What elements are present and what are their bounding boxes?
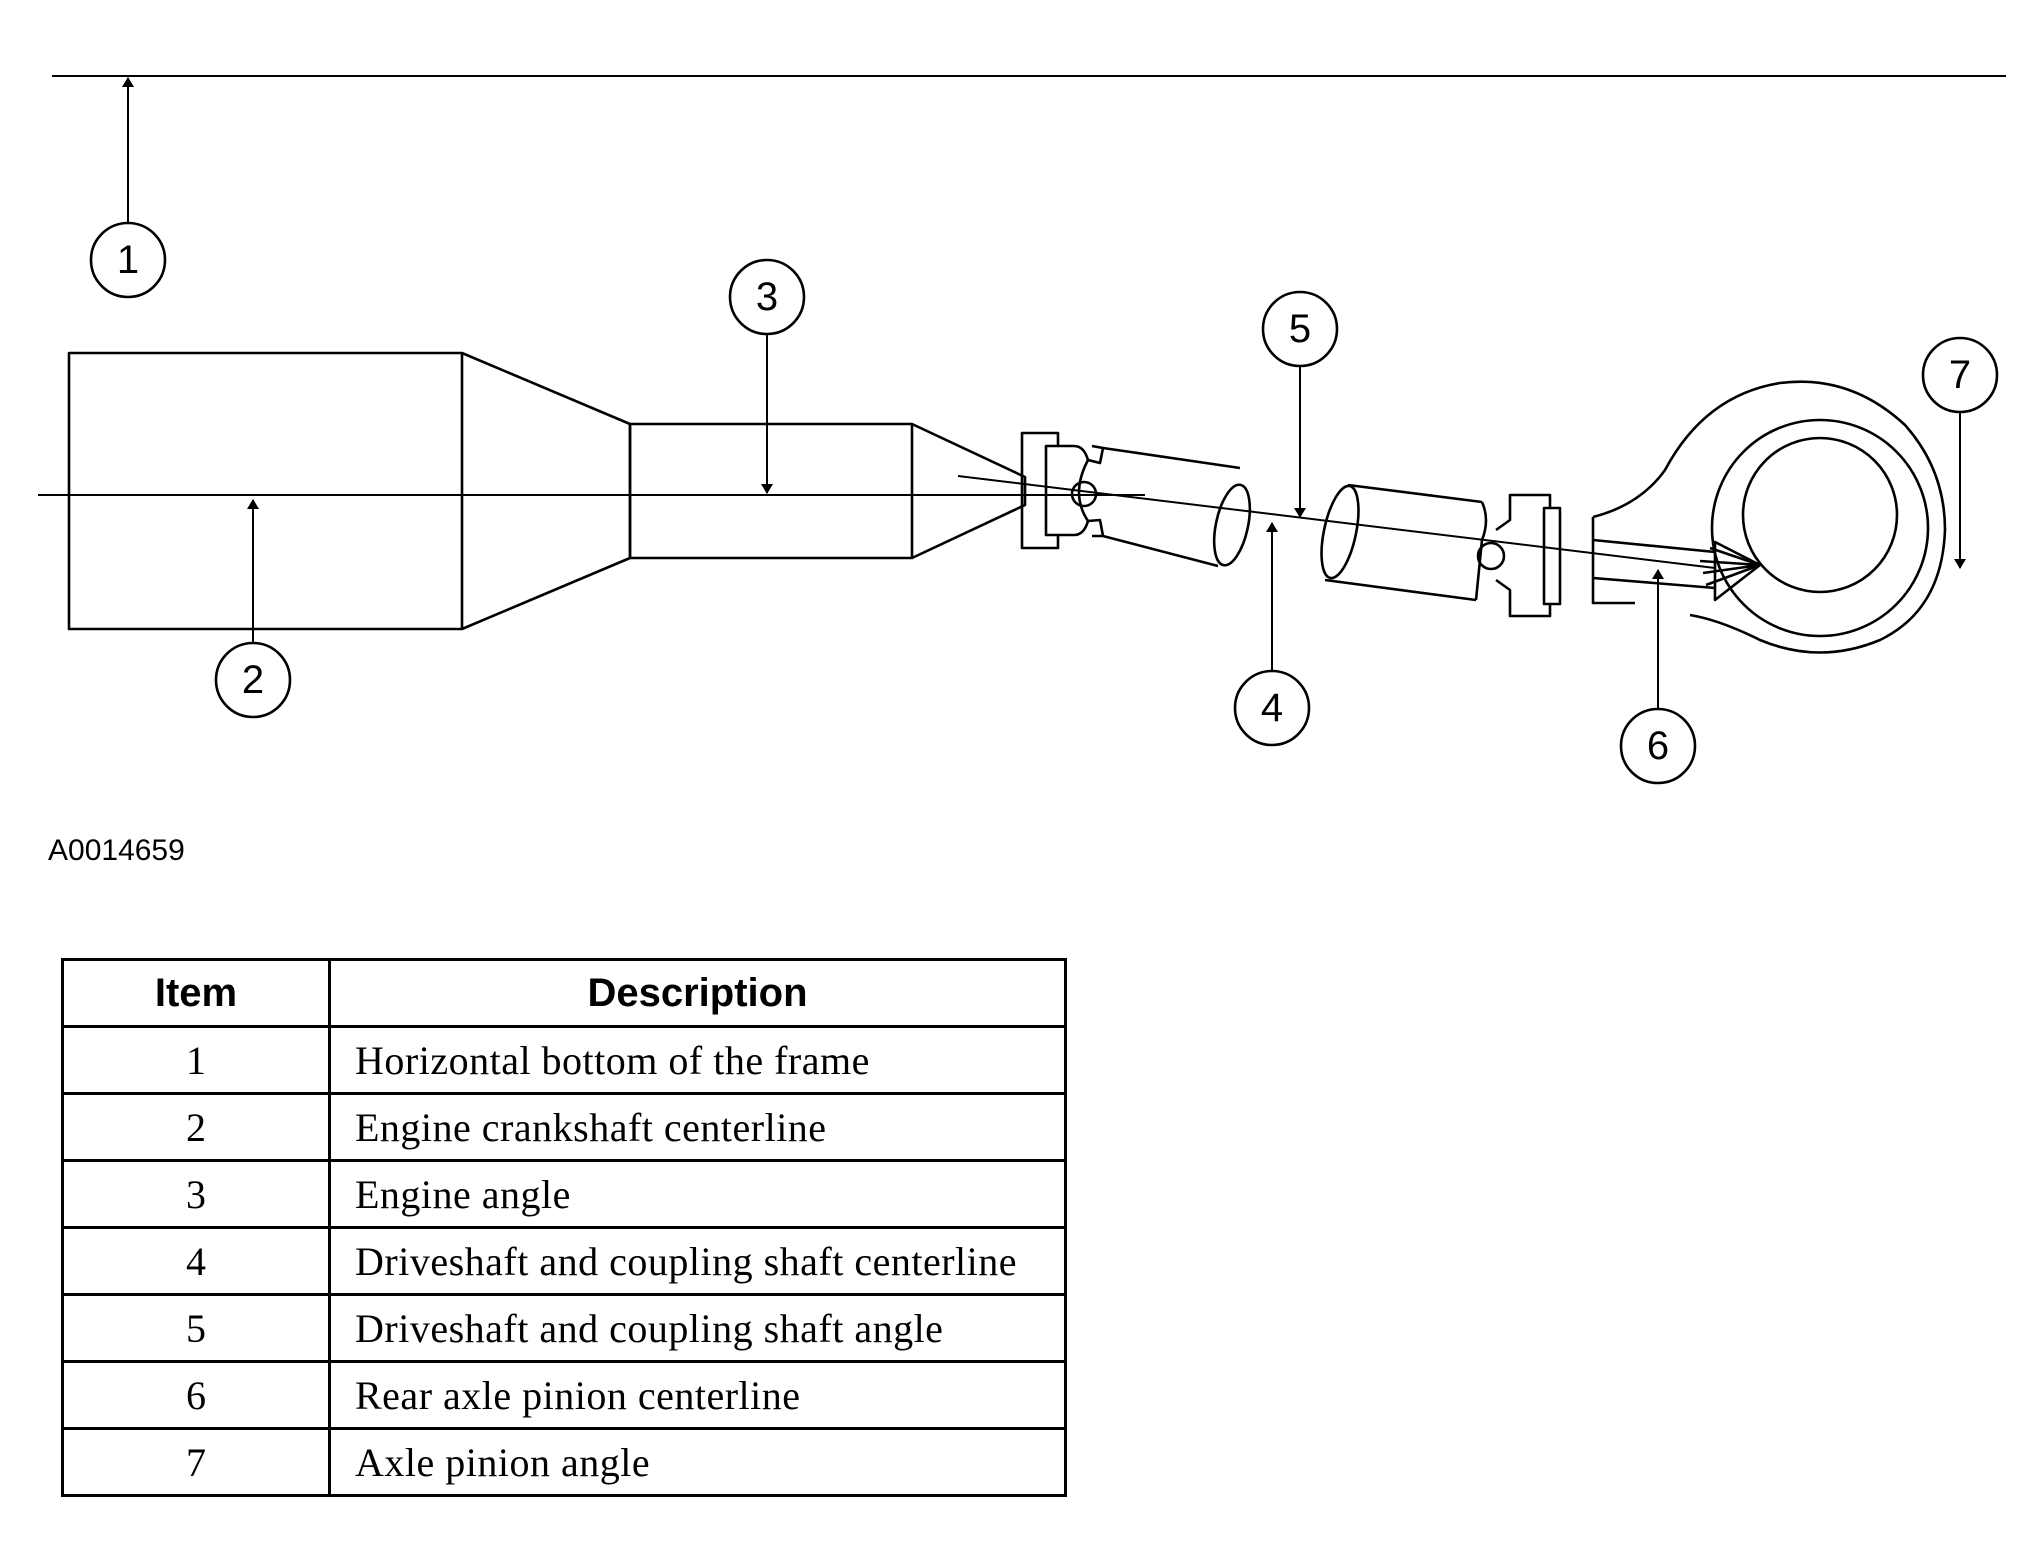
item-description: Engine angle — [328, 1159, 1067, 1229]
item-number: 3 — [61, 1159, 331, 1229]
table-row: 6 Rear axle pinion centerline — [61, 1360, 1067, 1430]
legend-table: Item Description 1 Horizontal bottom of … — [61, 958, 1067, 1497]
svg-text:5: 5 — [1289, 307, 1311, 351]
legend-header-row: Item Description — [61, 958, 1067, 1028]
callout-2: 2 — [214, 499, 292, 719]
item-number: 5 — [61, 1293, 331, 1363]
svg-text:1: 1 — [117, 238, 139, 282]
callout-6: 6 — [1619, 569, 1697, 785]
rear-universal-joint — [1474, 493, 1562, 618]
svg-text:7: 7 — [1949, 353, 1971, 397]
svg-text:6: 6 — [1647, 724, 1669, 768]
engine-assembly — [67, 351, 1027, 631]
callout-7: 7 — [1921, 336, 1999, 569]
table-row: 2 Engine crankshaft centerline — [61, 1092, 1067, 1162]
item-description: Driveshaft and coupling shaft centerline — [328, 1226, 1067, 1296]
item-number: 7 — [61, 1427, 331, 1497]
table-row: 4 Driveshaft and coupling shaft centerli… — [61, 1226, 1067, 1296]
item-description: Engine crankshaft centerline — [328, 1092, 1067, 1162]
description-column-header: Description — [328, 958, 1067, 1028]
table-row: 5 Driveshaft and coupling shaft angle — [61, 1293, 1067, 1363]
svg-text:2: 2 — [242, 658, 264, 702]
item-description: Horizontal bottom of the frame — [328, 1025, 1067, 1095]
svg-text:3: 3 — [756, 275, 778, 319]
rear-driveshaft-tube — [1320, 483, 1483, 602]
item-description: Axle pinion angle — [328, 1427, 1067, 1497]
callout-5: 5 — [1261, 290, 1339, 518]
item-number: 1 — [61, 1025, 331, 1095]
item-number: 6 — [61, 1360, 331, 1430]
item-description: Driveshaft and coupling shaft angle — [328, 1293, 1067, 1363]
table-row: 7 Axle pinion angle — [61, 1427, 1067, 1497]
table-row: 3 Engine angle — [61, 1159, 1067, 1229]
item-number: 2 — [61, 1092, 331, 1162]
svg-text:4: 4 — [1261, 686, 1283, 730]
item-column-header: Item — [61, 958, 331, 1028]
rear-axle-assembly — [1591, 380, 1947, 654]
table-row: 1 Horizontal bottom of the frame — [61, 1025, 1067, 1095]
front-universal-joint — [1020, 431, 1105, 550]
callout-1: 1 — [89, 77, 167, 299]
figure-id: A0014659 — [48, 834, 185, 867]
front-driveshaft-tube — [1102, 446, 1252, 568]
driveshaft-centerline — [957, 475, 1716, 569]
item-number: 4 — [61, 1226, 331, 1296]
item-description: Rear axle pinion centerline — [328, 1360, 1067, 1430]
callout-3: 3 — [728, 258, 806, 494]
callout-4: 4 — [1233, 522, 1311, 747]
